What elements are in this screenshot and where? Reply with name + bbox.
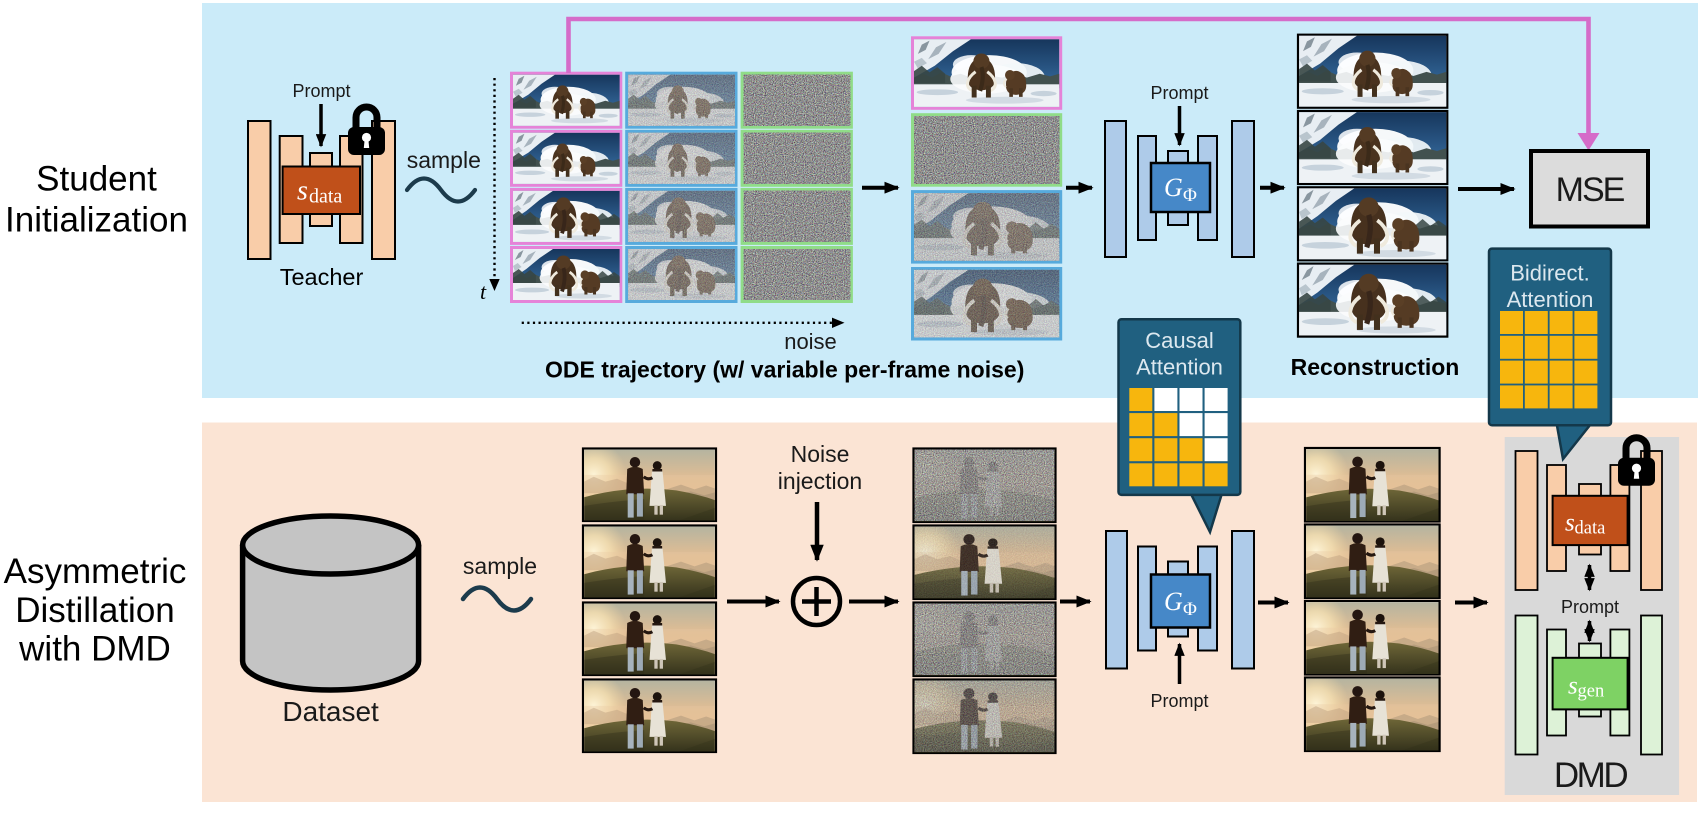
svg-text:sample: sample — [463, 553, 537, 579]
svg-text:Student: Student — [36, 160, 157, 199]
svg-text:Φ: Φ — [1183, 185, 1197, 206]
svg-text:sample: sample — [407, 147, 481, 173]
svg-text:Causal: Causal — [1145, 328, 1213, 353]
svg-text:Prompt: Prompt — [292, 81, 350, 101]
svg-text:with DMD: with DMD — [18, 630, 171, 669]
svg-text:G: G — [1164, 173, 1183, 202]
svg-text:Attention: Attention — [1507, 287, 1594, 312]
svg-text:data: data — [309, 186, 342, 208]
svg-text:injection: injection — [778, 468, 862, 494]
svg-text:ODE trajectory (w/ variable pe: ODE trajectory (w/ variable per-frame no… — [545, 357, 1024, 383]
svg-text:MSE: MSE — [1556, 171, 1625, 209]
svg-text:Distillation: Distillation — [15, 591, 175, 630]
svg-text:Asymmetric: Asymmetric — [4, 552, 187, 591]
svg-text:Dataset: Dataset — [282, 696, 379, 727]
svg-text:Initialization: Initialization — [5, 201, 188, 240]
svg-text:noise: noise — [784, 329, 837, 354]
svg-text:t: t — [480, 279, 487, 304]
svg-text:s: s — [1565, 510, 1575, 537]
svg-text:Attention: Attention — [1136, 355, 1223, 380]
svg-text:s: s — [1568, 673, 1578, 700]
svg-text:Φ: Φ — [1183, 599, 1197, 620]
svg-text:Bidirect.: Bidirect. — [1510, 261, 1589, 286]
svg-text:Noise: Noise — [791, 441, 850, 467]
svg-text:Reconstruction: Reconstruction — [1291, 354, 1460, 380]
svg-text:DMD: DMD — [1554, 756, 1627, 795]
svg-text:Prompt: Prompt — [1150, 83, 1208, 103]
svg-text:data: data — [1575, 519, 1606, 539]
svg-text:Teacher: Teacher — [280, 264, 364, 290]
svg-text:s: s — [297, 176, 308, 207]
svg-text:G: G — [1164, 587, 1183, 616]
svg-text:Prompt: Prompt — [1150, 691, 1208, 711]
svg-text:Prompt: Prompt — [1561, 597, 1619, 617]
svg-text:gen: gen — [1578, 682, 1605, 702]
